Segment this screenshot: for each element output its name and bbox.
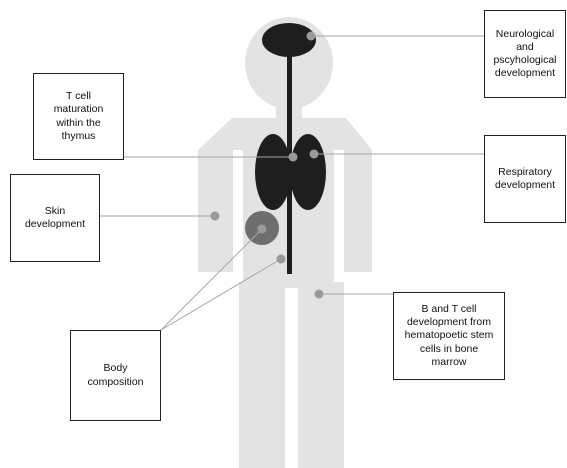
label-neuro-text: Neurological and pscyhological developme… [493, 28, 556, 81]
marker-fat [258, 225, 267, 234]
left-lung [255, 134, 291, 210]
label-skin-text: Skin development [25, 205, 85, 231]
right-leg [298, 282, 344, 468]
body-silhouette [198, 17, 372, 468]
label-neuro: Neurological and pscyhological developme… [484, 10, 566, 98]
marker-skin [211, 212, 220, 221]
right-lung [290, 134, 326, 210]
left-leg [239, 282, 285, 468]
marker-thymus [289, 153, 298, 162]
label-body-composition: Body composition [70, 330, 161, 421]
marker-bone-marrow [315, 290, 324, 299]
label-skin: Skin development [10, 174, 100, 262]
torso-and-arms [198, 118, 372, 288]
label-tcell-text: T cell maturation within the thymus [54, 90, 104, 143]
marker-lung [310, 150, 319, 159]
label-bcell-text: B and T cell development from hematopoet… [405, 303, 494, 369]
marker-body [277, 255, 286, 264]
label-respiratory: Respiratory development [484, 135, 566, 223]
label-respiratory-text: Respiratory development [495, 166, 555, 192]
label-bcell: B and T cell development from hematopoet… [393, 292, 505, 380]
label-body-composition-text: Body composition [87, 362, 143, 388]
label-tcell: T cell maturation within the thymus [33, 73, 124, 160]
marker-brain [307, 32, 316, 41]
